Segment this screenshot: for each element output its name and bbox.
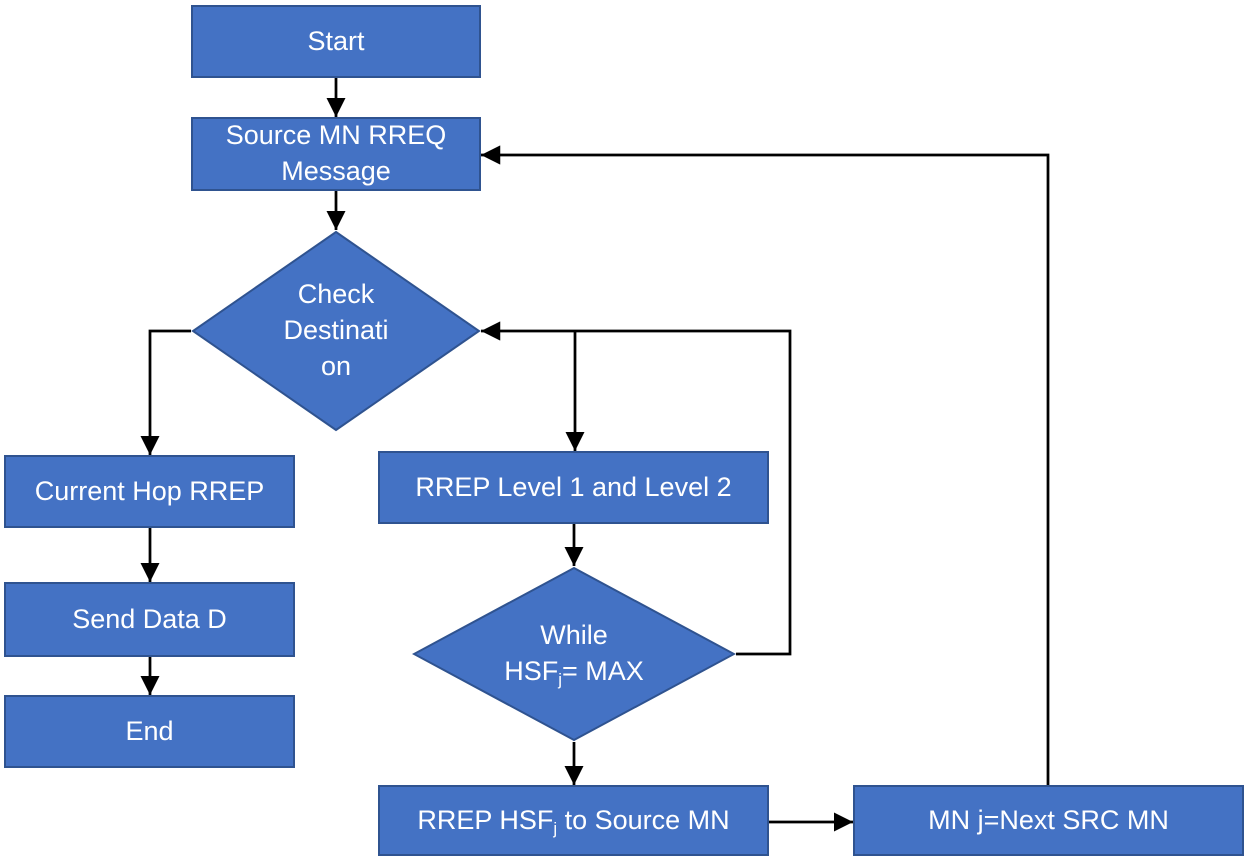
node-end-label: End <box>125 715 174 746</box>
node-mn-next-label: MN j=Next SRC MN <box>928 804 1169 835</box>
check-destination-line3: on <box>320 350 352 381</box>
node-while-hsf-label: While HSFj= MAX <box>412 566 736 742</box>
node-current-hop-rrep: Current Hop RREP <box>4 455 295 528</box>
while-hsf-line1: While <box>540 620 608 651</box>
node-source-rreq-label: Source MN RREQ Message <box>225 120 447 186</box>
node-rrep-levels-label: RREP Level 1 and Level 2 <box>415 471 732 502</box>
check-destination-line1: Check <box>297 279 375 310</box>
connector-mn-next-to-source-rreq <box>481 145 1050 785</box>
node-source-rreq: Source MN RREQ Message <box>191 117 481 191</box>
node-end: End <box>4 695 295 768</box>
while-hsf-line2: HSFj= MAX <box>504 654 644 690</box>
diamond-polygon <box>412 566 736 742</box>
diamond-polygon <box>191 230 481 432</box>
while-hsf-subscript: j <box>558 670 562 690</box>
node-start-label: Start <box>307 25 365 56</box>
node-mn-next: MN j=Next SRC MN <box>853 785 1244 856</box>
node-rrep-hsf-to-source-label: RREP HSFj to Source MN <box>417 803 729 839</box>
while-hsf-post: = MAX <box>561 656 644 686</box>
node-send-data-label: Send Data D <box>72 603 227 634</box>
rrep-hsf-pre: RREP HSF <box>417 804 554 835</box>
rrep-hsf-subscript: j <box>553 818 558 838</box>
node-check-destination-label: Check Destinati on <box>191 230 481 432</box>
node-while-hsf: While HSFj= MAX <box>412 566 736 742</box>
node-rrep-hsf-to-source: RREP HSFj to Source MN <box>378 785 769 856</box>
node-start: Start <box>191 5 481 78</box>
rrep-hsf-post: to Source MN <box>557 804 730 835</box>
node-rrep-levels: RREP Level 1 and Level 2 <box>378 451 769 524</box>
diamond-shape <box>412 566 736 742</box>
node-send-data: Send Data D <box>4 582 295 657</box>
connector-check-destination-to-current-hop <box>140 329 191 455</box>
diamond-shape <box>191 230 481 432</box>
while-hsf-pre: HSF <box>504 656 559 686</box>
node-check-destination: Check Destinati on <box>191 230 481 432</box>
check-destination-line2: Destinati <box>283 315 389 346</box>
connector-while-hsf-to-check-destination <box>481 321 792 656</box>
node-current-hop-rrep-label: Current Hop RREP <box>34 475 265 506</box>
